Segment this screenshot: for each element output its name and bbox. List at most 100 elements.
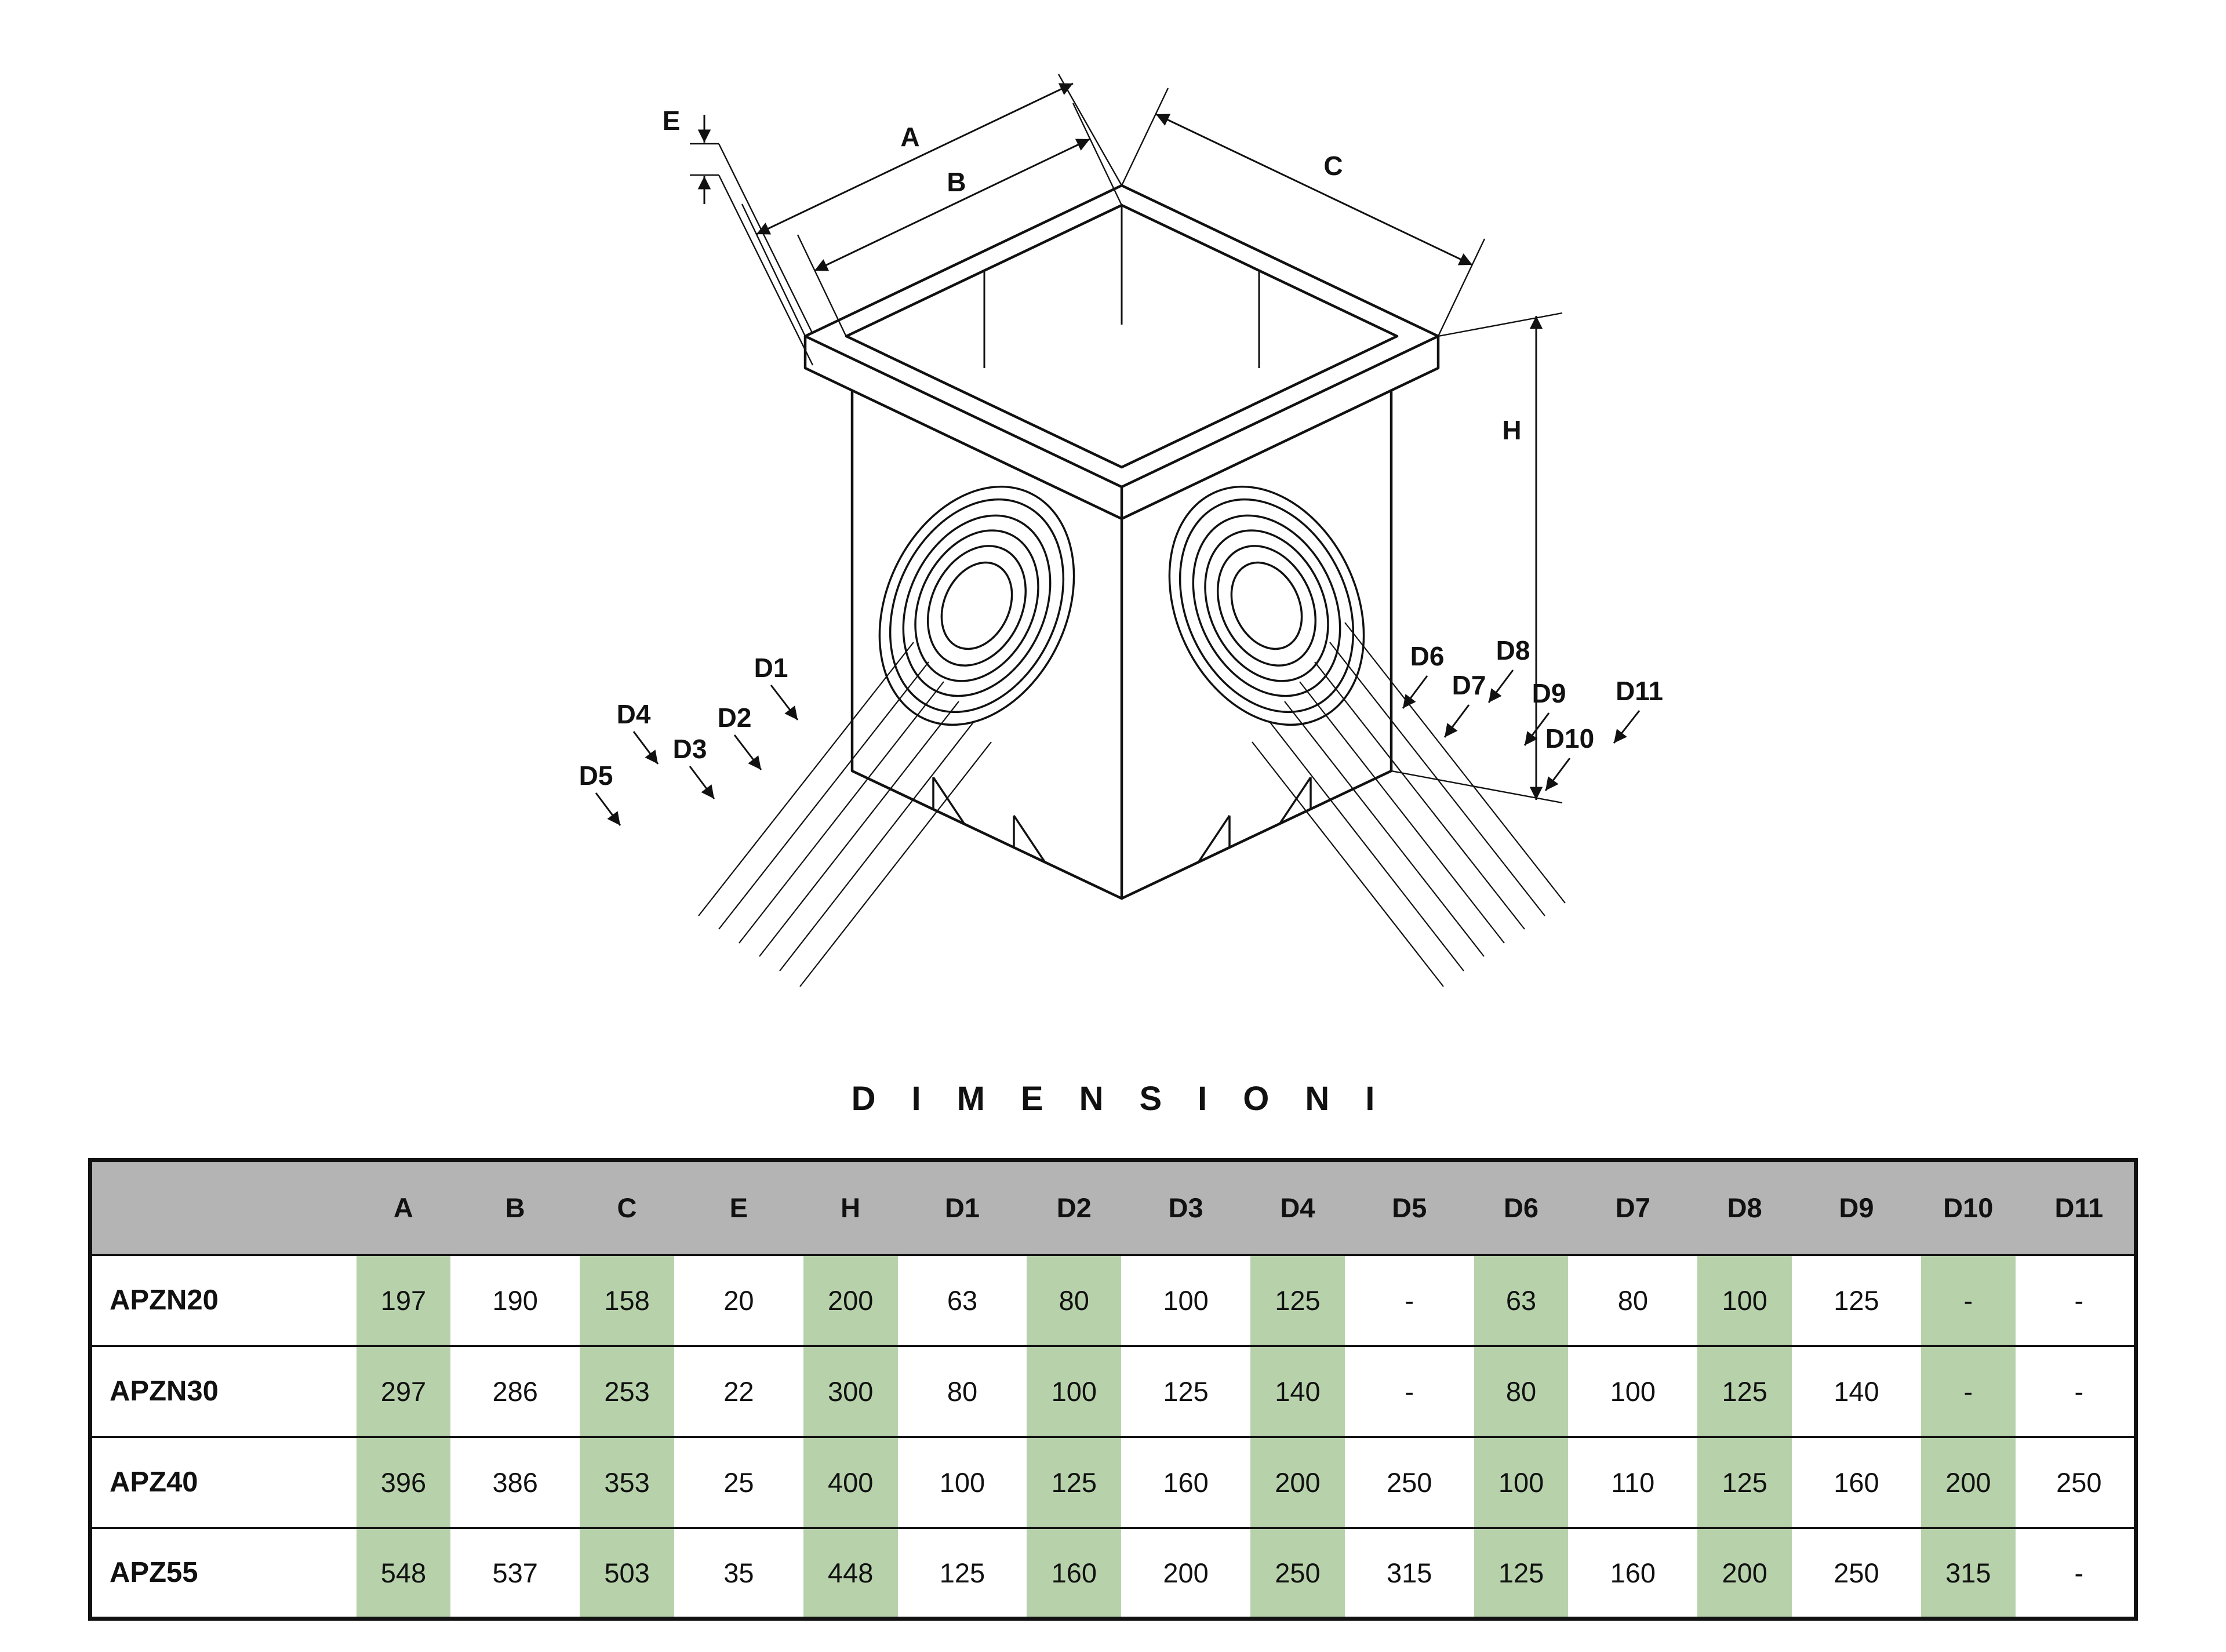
dim-cell: 250 [1387, 1467, 1432, 1498]
dim-cell: 125 [1465, 1527, 1577, 1619]
dim-cell: 125 [1163, 1376, 1209, 1407]
dimension-h [1391, 312, 1563, 804]
dim-label-c: C [1323, 151, 1343, 181]
dim-cell: 200 [795, 1254, 907, 1346]
dim-cell: 125 [1242, 1254, 1354, 1346]
dim-cell: 125 [939, 1557, 985, 1588]
header-row: A B C E H D1 D2 D3 D4 D5 D6 D7 D8 D9 D10… [90, 1160, 2136, 1255]
col-header-c: C [571, 1160, 683, 1255]
dim-cell: 200 [1242, 1436, 1354, 1528]
col-header-d5: D5 [1353, 1160, 1465, 1255]
dim-cell: 158 [571, 1254, 683, 1346]
dim-cell: - [2074, 1376, 2084, 1407]
col-header-d2: D2 [1018, 1160, 1130, 1255]
dim-label-d3: D3 [673, 734, 707, 764]
dim-cell: 100 [1610, 1376, 1656, 1407]
dim-label-d11: D11 [1616, 676, 1663, 706]
dim-cell: 200 [1163, 1557, 1209, 1588]
dim-cell: 80 [947, 1376, 978, 1407]
right-fan-lines [1252, 622, 1641, 987]
dim-cell: 100 [1018, 1345, 1130, 1437]
dim-cell: 160 [1834, 1467, 1879, 1498]
dim-label-d4: D4 [617, 699, 651, 729]
dim-cell: 250 [1242, 1527, 1354, 1619]
dim-cell: 250 [2056, 1467, 2102, 1498]
dim-cell: 63 [1465, 1254, 1577, 1346]
dim-cell: - [2074, 1557, 2084, 1588]
dim-cell: - [1405, 1285, 1414, 1316]
col-header-d3: D3 [1130, 1160, 1242, 1255]
dim-cell: 100 [1465, 1436, 1577, 1528]
dimensions-table: A B C E H D1 D2 D3 D4 D5 D6 D7 D8 D9 D10… [88, 1158, 2138, 1621]
dim-cell: - [1405, 1376, 1414, 1407]
dim-cell: 537 [492, 1557, 538, 1588]
dim-cell: 297 [348, 1345, 460, 1437]
dim-cell: 200 [1689, 1527, 1801, 1619]
dim-cell: 197 [348, 1254, 460, 1346]
interior-ribs [983, 205, 1260, 368]
table-row: APZ40 396 386 353 25 400 100 125 160 200… [90, 1436, 2136, 1528]
col-header-e: E [682, 1160, 795, 1255]
model-label: APZ55 [110, 1557, 198, 1589]
dim-cell: 200 [1912, 1436, 2024, 1528]
dim-cell: 110 [1611, 1467, 1655, 1498]
dim-label-d5: D5 [579, 760, 613, 791]
dim-cell: 25 [723, 1467, 754, 1498]
dim-cell: 22 [723, 1376, 754, 1407]
dim-cell: 125 [1834, 1285, 1879, 1316]
product-diagram: A B C E H D1 D2 D3 D4 D5 D6 D7 D8 D9 D10… [579, 74, 1663, 987]
dim-cell: 250 [1834, 1557, 1879, 1588]
dim-label-b: B [947, 167, 966, 197]
dim-cell: 35 [723, 1557, 754, 1588]
col-header-d7: D7 [1577, 1160, 1689, 1255]
dim-cell: 100 [1163, 1285, 1209, 1316]
dim-label-d8: D8 [1496, 635, 1530, 665]
dim-cell: 160 [1610, 1557, 1656, 1588]
col-header-d11: D11 [2024, 1160, 2136, 1255]
dim-cell: - [1912, 1254, 2024, 1346]
dim-cell: 396 [348, 1436, 460, 1528]
dim-cell: 80 [1018, 1254, 1130, 1346]
model-label: APZ40 [110, 1467, 198, 1498]
dim-cell: 63 [947, 1285, 978, 1316]
dim-cell: 80 [1617, 1285, 1648, 1316]
dim-cell: 125 [1689, 1345, 1801, 1437]
dimension-e [690, 115, 814, 366]
dim-cell: 140 [1834, 1376, 1879, 1407]
dim-cell: 386 [492, 1467, 538, 1498]
dim-cell: - [2074, 1285, 2084, 1316]
dim-cell: 548 [348, 1527, 460, 1619]
right-outlet-rings [1168, 485, 1365, 726]
dim-cell: 140 [1242, 1345, 1354, 1437]
dim-cell: 125 [1018, 1436, 1130, 1528]
dim-cell: 253 [571, 1345, 683, 1437]
dim-cell: 315 [1912, 1527, 2024, 1619]
dim-label-d7: D7 [1452, 670, 1486, 700]
bottom-gussets [932, 777, 1312, 863]
basin-outline [803, 184, 1440, 900]
col-header-d1: D1 [906, 1160, 1019, 1255]
dim-cell: 125 [1689, 1436, 1801, 1528]
dim-cell: 300 [795, 1345, 907, 1437]
dim-cell: 20 [723, 1285, 754, 1316]
dim-cell: 503 [571, 1527, 683, 1619]
dim-cell: 400 [795, 1436, 907, 1528]
dimension-lines-top [741, 74, 1486, 337]
dim-cell: 286 [492, 1376, 538, 1407]
col-header-d6: D6 [1465, 1160, 1577, 1255]
dim-cell: 80 [1465, 1345, 1577, 1437]
dim-label-a: A [900, 122, 919, 152]
model-label: APZN20 [110, 1285, 219, 1316]
dim-label-e: E [663, 105, 681, 136]
col-header-a: A [347, 1160, 460, 1255]
dim-cell: 448 [795, 1527, 907, 1619]
col-header-h: H [794, 1160, 907, 1255]
dim-cell: 100 [1689, 1254, 1801, 1346]
table-row: APZ55 548 537 503 35 448 125 160 200 250… [90, 1527, 2136, 1619]
dim-label-d9: D9 [1532, 678, 1566, 708]
col-header-d4: D4 [1242, 1160, 1354, 1255]
corner-cell [90, 1160, 348, 1255]
table-row: APZN30 297 286 253 22 300 80 100 125 140… [90, 1345, 2136, 1437]
table-row: APZN20 197 190 158 20 200 63 80 100 125 … [90, 1254, 2136, 1346]
